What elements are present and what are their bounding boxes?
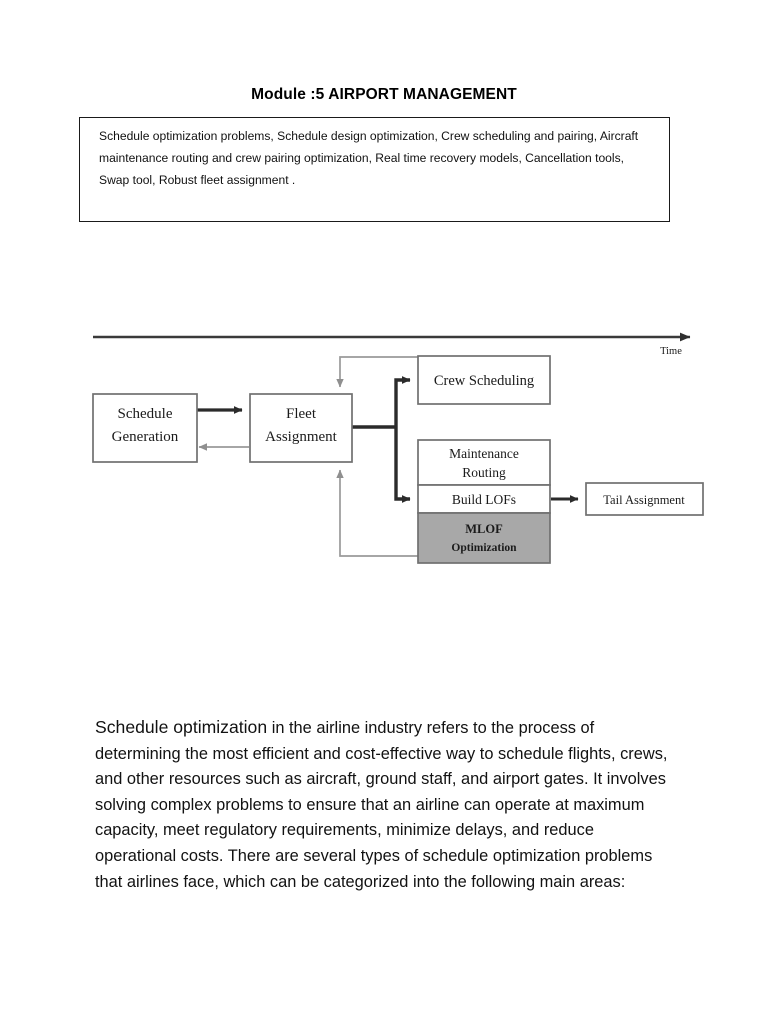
syllabus-box: Schedule optimization problems, Schedule… xyxy=(79,117,670,222)
node-fleet-assignment[interactable]: Fleet Assignment xyxy=(249,393,353,463)
connector-fork-to-crew xyxy=(394,376,411,427)
time-axis: Time xyxy=(93,332,691,357)
node-mlof-optimization-label-1: MLOF xyxy=(465,522,503,536)
node-maintenance-routing-label-1: Maintenance xyxy=(449,446,519,461)
node-maintenance-routing-label-2: Routing xyxy=(462,465,506,480)
node-schedule-generation-label-1: Schedule xyxy=(118,406,173,422)
connector-fork-to-buildlofs xyxy=(394,427,411,503)
node-schedule-generation[interactable]: Schedule Generation xyxy=(92,393,198,463)
page-title: Module :5 AIRPORT MANAGEMENT xyxy=(251,86,517,103)
syllabus-text: Schedule optimization problems, Schedule… xyxy=(99,129,639,187)
node-crew-scheduling[interactable]: Crew Scheduling xyxy=(417,355,551,405)
node-build-lofs-label: Build LOFs xyxy=(452,492,516,507)
node-mlof-optimization-label-2: Optimization xyxy=(451,542,517,554)
node-crew-scheduling-label: Crew Scheduling xyxy=(434,373,534,389)
node-tail-assignment-label: Tail Assignment xyxy=(603,493,685,507)
node-crew-scheduling-box xyxy=(417,355,551,405)
node-mlof-optimization-box xyxy=(417,512,551,564)
node-build-lofs-box xyxy=(417,484,551,514)
body-paragraph-lead: Schedule optimization xyxy=(95,717,268,737)
node-schedule-generation-label-2: Generation xyxy=(112,429,179,445)
body-paragraph-rest: in the airline industry refers to the pr… xyxy=(95,719,668,891)
connector-mlof-to-fleet xyxy=(336,469,418,557)
connector-crew-to-fleet xyxy=(336,356,418,388)
node-tail-assignment[interactable]: Tail Assignment xyxy=(585,482,704,516)
node-fleet-assignment-label-2: Assignment xyxy=(265,429,338,445)
node-schedule-generation-box xyxy=(92,393,198,463)
connector-crew-to-fleet-path xyxy=(336,356,418,388)
node-fleet-assignment-label-1: Fleet xyxy=(286,406,317,422)
connector-fleet-fork xyxy=(352,376,411,503)
body-paragraph: Schedule optimization in the airline ind… xyxy=(95,715,673,895)
schedule-planning-process-diagram: Time Sc xyxy=(85,325,720,575)
node-tail-assignment-box xyxy=(585,482,704,516)
time-axis-label: Time xyxy=(660,346,682,357)
node-fleet-assignment-box xyxy=(249,393,353,463)
node-maintenance-routing-stack[interactable]: Maintenance Routing Build LOFs MLOF Opti… xyxy=(417,439,551,564)
connector-mlof-to-fleet-path xyxy=(336,469,418,557)
